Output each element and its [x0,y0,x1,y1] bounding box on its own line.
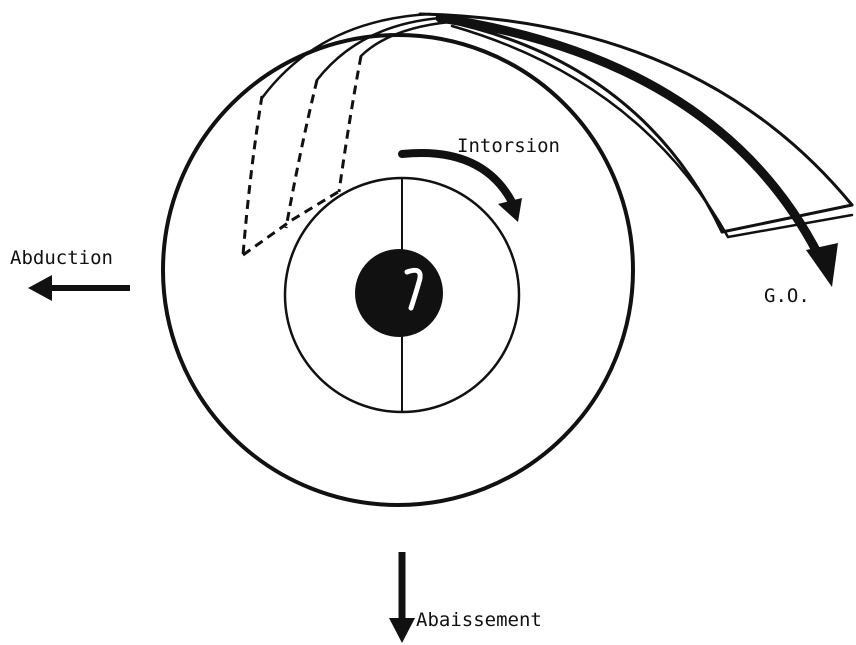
go-arrowhead [806,243,838,287]
go-label: G.O. [764,285,810,307]
dashed-insertion-lines [243,56,361,255]
abduction-arrowhead [28,275,52,301]
pupil [355,249,443,337]
abduction-label: Abduction [10,247,113,269]
abaissement-label: Abaissement [416,609,542,631]
intorsion-arrow-shaft [402,153,512,202]
intorsion-arrowhead [498,198,522,222]
intorsion-label: Intorsion [457,135,560,157]
abaissement-arrowhead [389,618,415,643]
